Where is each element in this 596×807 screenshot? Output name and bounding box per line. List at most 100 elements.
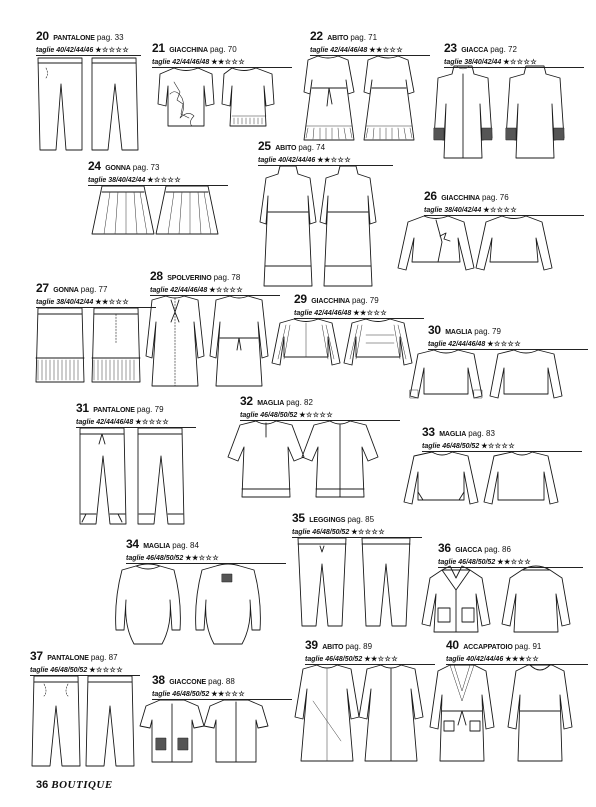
item-page-ref: pag. 84: [172, 541, 199, 550]
item-name: ABITO: [275, 145, 297, 152]
item-number: 36: [438, 541, 451, 555]
item-sizes: taglie 46/48/50/52★★☆☆☆: [126, 554, 286, 564]
item-page-ref: pag. 76: [481, 193, 509, 202]
item-name: LEGGINGS: [309, 517, 346, 524]
quilted-jacket-sketch: [271, 318, 413, 366]
item-sizes: taglie 46/48/50/52★☆☆☆☆: [30, 666, 140, 676]
blouse-sketch: [157, 67, 275, 127]
item-name: MAGLIA: [143, 543, 171, 550]
item-sizes: taglie 42/44/46/48★☆☆☆☆: [76, 418, 196, 428]
item-page-ref: pag. 71: [350, 33, 378, 42]
item-page-ref: pag. 91: [514, 642, 542, 651]
item-name: GIACCA: [455, 547, 483, 554]
page-number: 36: [36, 779, 49, 791]
item-number: 20: [36, 29, 49, 43]
item-page-ref: pag. 77: [80, 285, 108, 294]
item-sizes: taglie 46/48/50/52★★☆☆☆: [152, 690, 292, 700]
item-number: 24: [88, 159, 101, 173]
long-dress-sketch: [259, 165, 377, 287]
leggings-sketch: [297, 537, 411, 627]
item-name: ABITO: [322, 644, 344, 651]
item-page-ref: pag. 82: [286, 398, 313, 407]
item-number: 30: [428, 323, 441, 337]
item-number: 37: [30, 649, 43, 663]
item-sizes: taglie 42/44/46/48★★☆☆☆: [310, 46, 430, 56]
item-number: 26: [424, 189, 437, 203]
wide-pants-sketch: [31, 675, 135, 767]
item-name: GONNA: [53, 287, 79, 294]
difficulty-stars: ★☆☆☆☆: [503, 59, 538, 66]
item-number: 39: [305, 638, 318, 652]
item-sizes: taglie 40/42/44/46★★☆☆☆: [258, 156, 393, 166]
duster-coat-sketch: [145, 295, 269, 387]
pencil-skirt-sketch: [35, 307, 141, 383]
difficulty-stars: ★★☆☆☆: [211, 59, 246, 66]
item-name: PANTALONE: [93, 407, 135, 414]
item-number: 22: [310, 29, 323, 43]
item-page-ref: pag. 86: [484, 545, 511, 554]
item-sizes: taglie 38/40/42/44★☆☆☆☆: [444, 58, 584, 68]
item-number: 21: [152, 41, 165, 55]
bathrobe-sketch: [429, 664, 573, 762]
cropped-jacket-sketch: [397, 215, 553, 271]
sweater-sketch: [409, 349, 563, 399]
difficulty-stars: ★★★☆☆: [505, 656, 540, 663]
item-name: PANTALONE: [53, 35, 95, 42]
item-name: ACCAPPATOIO: [463, 644, 513, 651]
item-page-ref: pag. 73: [132, 163, 160, 172]
shift-dress-sketch: [294, 664, 424, 762]
item-name: GIACCHINA: [311, 298, 350, 305]
item-page-ref: pag. 79: [136, 405, 164, 414]
difficulty-stars: ★☆☆☆☆: [147, 177, 182, 184]
item-number: 28: [150, 269, 163, 283]
item-page-ref: pag. 33: [96, 33, 124, 42]
difficulty-stars: ★☆☆☆☆: [95, 47, 130, 54]
item-page-ref: pag. 74: [298, 143, 326, 152]
item-name: MAGLIA: [257, 400, 285, 407]
item-number: 32: [240, 394, 253, 408]
item-name: GIACCHINA: [169, 47, 208, 54]
dress-sketch: [303, 55, 415, 141]
skirt-sketch: [91, 185, 219, 235]
item-name: GONNA: [105, 165, 131, 172]
difficulty-stars: ★☆☆☆☆: [299, 412, 334, 419]
cocoon-sweater-sketch: [115, 563, 261, 645]
difficulty-stars: ★☆☆☆☆: [487, 341, 522, 348]
item-page-ref: pag. 85: [347, 515, 375, 524]
item-sizes: taglie 46/48/50/52★☆☆☆☆: [240, 411, 400, 421]
difficulty-stars: ★★☆☆☆: [364, 656, 399, 663]
difficulty-stars: ★★☆☆☆: [185, 555, 220, 562]
difficulty-stars: ★★☆☆☆: [353, 310, 388, 317]
item-number: 23: [444, 41, 457, 55]
item-name: MAGLIA: [445, 329, 473, 336]
difficulty-stars: ★☆☆☆☆: [351, 529, 386, 536]
item-sizes: taglie 40/42/44/46★☆☆☆☆: [36, 46, 141, 56]
difficulty-stars: ★☆☆☆☆: [481, 443, 516, 450]
difficulty-stars: ★★☆☆☆: [95, 299, 130, 306]
item-number: 31: [76, 401, 89, 415]
difficulty-stars: ★★☆☆☆: [369, 47, 404, 54]
item-name: MAGLIA: [439, 431, 467, 438]
item-page-ref: pag. 89: [345, 642, 373, 651]
item-page-ref: pag. 72: [490, 45, 517, 54]
difficulty-stars: ★☆☆☆☆: [135, 419, 170, 426]
item-page-ref: pag. 87: [90, 653, 118, 662]
difficulty-stars: ★☆☆☆☆: [89, 667, 124, 674]
